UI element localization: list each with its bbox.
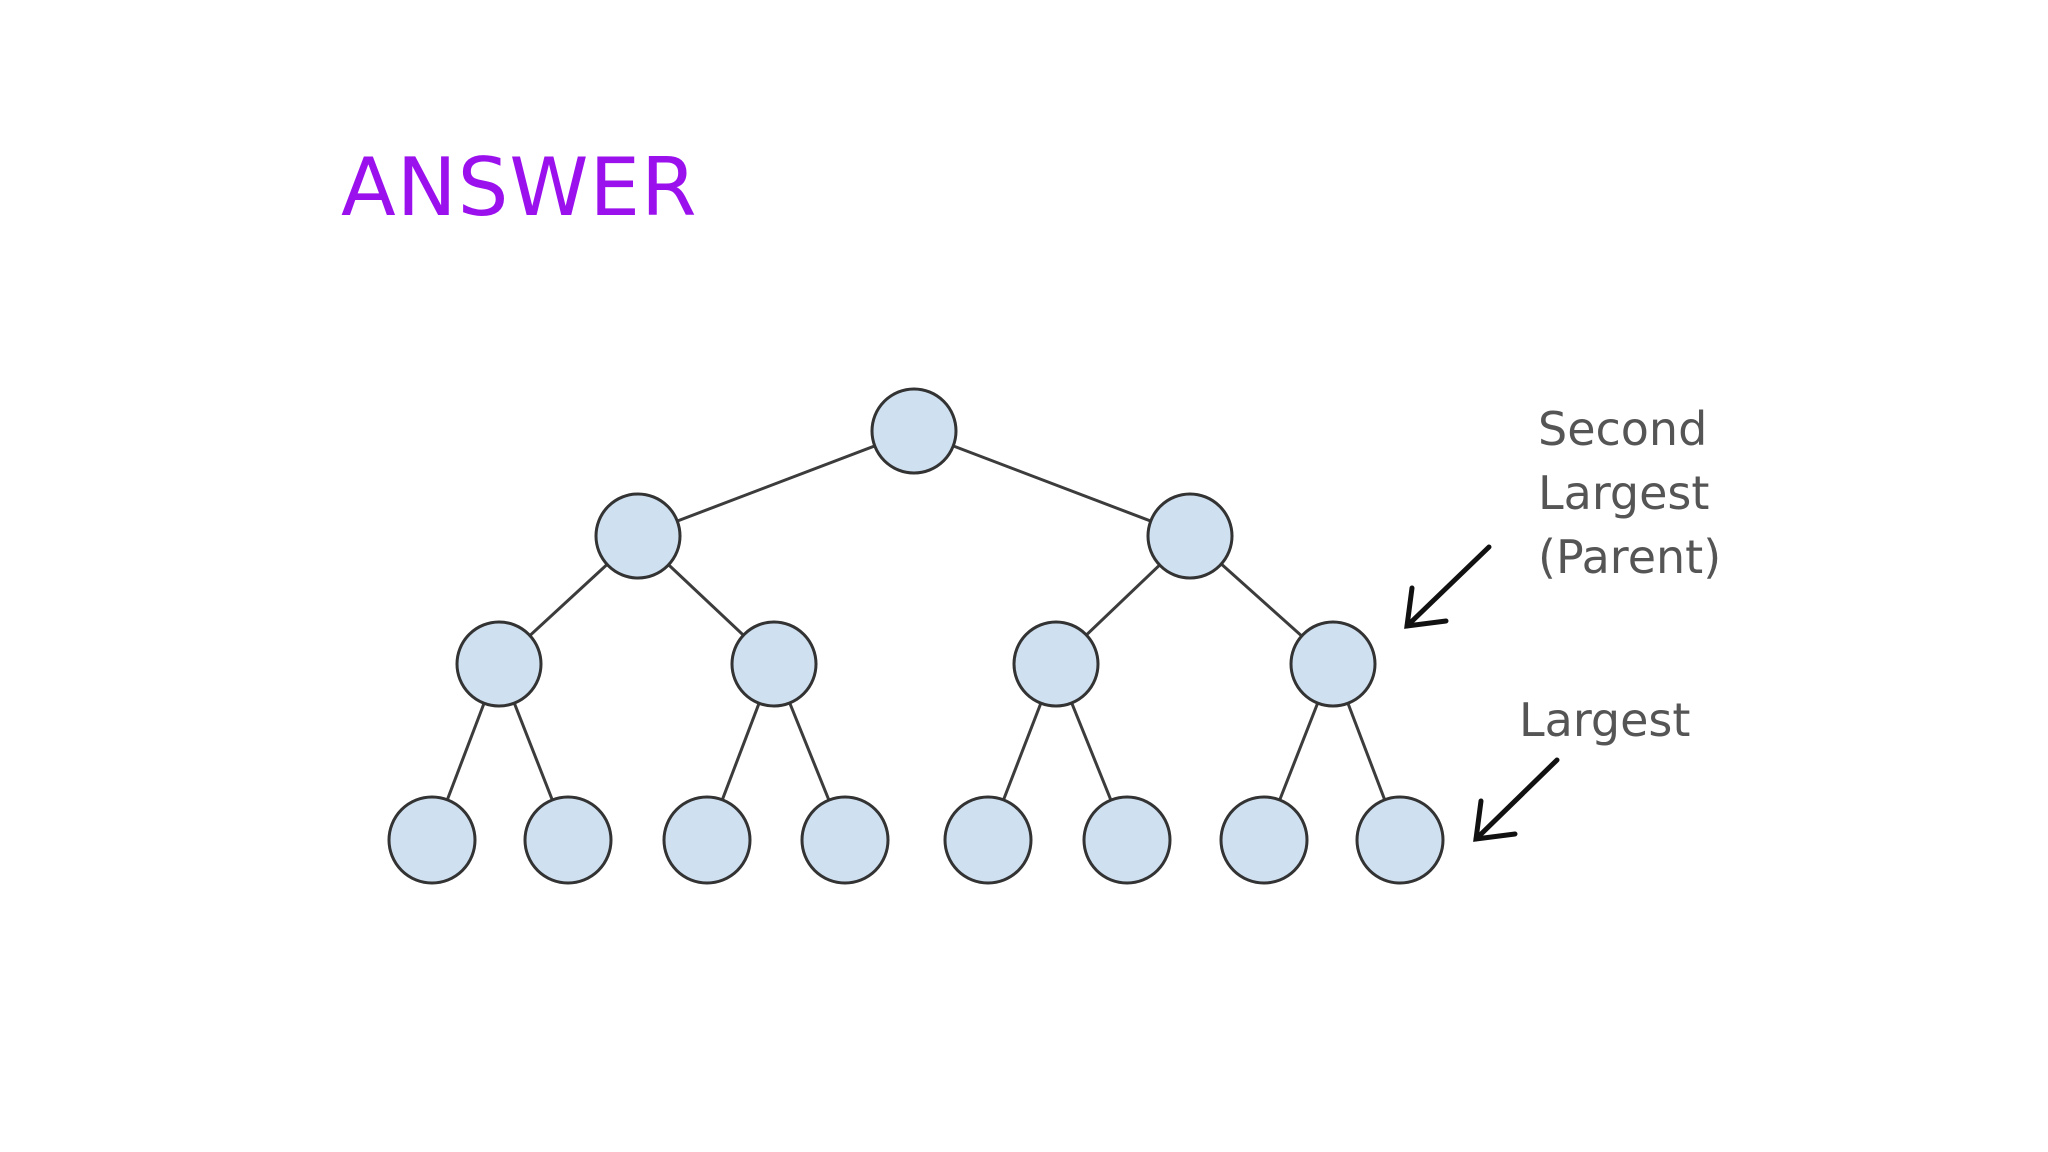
tree-node xyxy=(594,492,682,580)
second-largest-arrow-icon xyxy=(1404,544,1492,629)
slide-title: ANSWER xyxy=(341,141,698,234)
tree-root-node xyxy=(870,387,958,475)
second-largest-label-line-1: Second xyxy=(1538,402,1707,456)
largest-arrow-icon xyxy=(1473,757,1560,842)
tree-node xyxy=(1146,492,1234,580)
tree-leaf-node xyxy=(387,795,477,885)
tree-node xyxy=(1289,620,1377,708)
tree-leaf-node xyxy=(662,795,752,885)
tree-leaf-node xyxy=(523,795,613,885)
tree-node xyxy=(730,620,818,708)
tree-leaf-node xyxy=(1355,795,1445,885)
tree-nodes xyxy=(387,387,1445,885)
second-largest-label-line-3: (Parent) xyxy=(1538,530,1721,584)
tree-edge xyxy=(637,429,915,538)
tree-node xyxy=(1012,620,1100,708)
tree-leaf-node xyxy=(1082,795,1172,885)
tree-leaf-node xyxy=(943,795,1033,885)
largest-label: Largest xyxy=(1519,693,1690,747)
second-largest-annotation: Second Largest (Parent) xyxy=(1404,402,1721,629)
tree-edges xyxy=(430,429,1402,841)
tree-edge xyxy=(913,429,1191,538)
largest-annotation: Largest xyxy=(1473,693,1690,842)
tree-leaf-node xyxy=(1219,795,1309,885)
tree-node xyxy=(455,620,543,708)
tree-leaf-node xyxy=(800,795,890,885)
second-largest-label-line-2: Largest xyxy=(1538,466,1709,520)
